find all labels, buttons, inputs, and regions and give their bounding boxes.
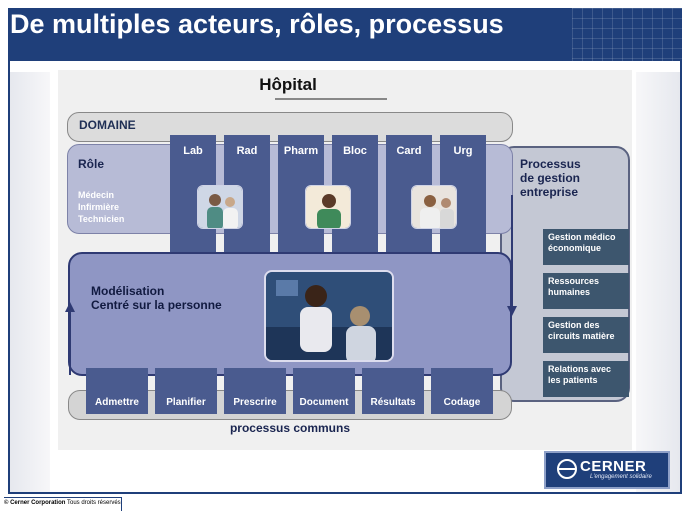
step-resultats: Résultats [362, 368, 424, 414]
cerner-logo-icon [557, 459, 577, 479]
dept-label-card: Card [396, 145, 422, 157]
process-item-line: humaines [548, 287, 591, 297]
copyright-brand: © Cerner Corporation [4, 500, 66, 506]
title-grid-decoration [572, 8, 682, 61]
step-admettre: Admettre [86, 368, 148, 414]
domaine-label: DOMAINE [79, 118, 136, 132]
technicien-photo [411, 185, 457, 229]
hopital-heading: Hôpital [259, 75, 317, 94]
left-flow-arrow [65, 302, 75, 375]
step-prescrire: Prescrire [224, 368, 286, 414]
cerner-logo-tagline: L'engagement solidaire [590, 474, 652, 480]
cerner-logo-name: CERNER [580, 458, 647, 475]
process-entreprise-title: Processus de gestion entreprise [520, 157, 581, 199]
role-name: Infirmière [78, 202, 120, 212]
role-name: Médecin [78, 190, 115, 200]
step-codage: Codage [431, 368, 493, 414]
process-item-line: Ressources [548, 276, 600, 286]
process-item-relations: Relations avec les patients [543, 361, 629, 397]
right-flow-arrow [507, 195, 517, 316]
processus-communs-label: processus communs [229, 421, 351, 435]
step-label: Document [299, 397, 349, 408]
role-names: Médecin Infirmière Technicien [78, 189, 124, 225]
infirmiere-photo [305, 185, 351, 229]
process-title-line: entreprise [520, 185, 579, 199]
role-name: Technicien [78, 214, 125, 224]
process-title-line: de gestion [520, 171, 581, 185]
left-decor-panel [10, 72, 50, 492]
modelisation-label: Modélisation Centré sur la personne [91, 284, 222, 312]
hopital-underline [275, 98, 387, 100]
footer-line [4, 497, 122, 498]
role-label: Rôle [78, 157, 105, 171]
process-item-line: économique [548, 243, 602, 253]
process-item-circuits: Gestion des circuits matière [543, 317, 629, 353]
modelisation-line: Centré sur la personne [91, 298, 222, 312]
dept-label-pharm: Pharm [283, 145, 319, 157]
dept-label-urg: Urg [453, 145, 473, 157]
step-label: Prescrire [233, 397, 277, 408]
cerner-logo [544, 451, 670, 489]
dept-label-lab: Lab [183, 145, 203, 157]
process-title-line: Processus [520, 157, 581, 171]
step-label: Codage [443, 397, 481, 408]
process-item-line: Gestion des [548, 320, 600, 330]
step-label: Résultats [370, 397, 416, 408]
process-item-ressources: Ressources humaines [543, 273, 629, 309]
process-item-line: Relations avec [548, 364, 612, 374]
footer-tick [121, 497, 122, 511]
step-label: Admettre [95, 397, 139, 408]
process-item-line: Gestion médico [548, 232, 616, 242]
slide-title: De multiples acteurs, rôles, processus [10, 9, 504, 39]
step-document: Document [293, 368, 355, 414]
medecin-photo [197, 185, 243, 229]
process-item-gestion-medico: Gestion médico économique [543, 229, 629, 265]
step-label: Planifier [166, 397, 206, 408]
dept-label-bloc: Bloc [343, 145, 367, 157]
modelisation-line: Modélisation [91, 284, 165, 298]
dept-label-rad: Rad [236, 145, 258, 157]
copyright-text: Tous droits réservés [67, 500, 121, 506]
process-item-line: les patients [548, 375, 598, 385]
process-item-line: circuits matière [548, 331, 615, 341]
step-planifier: Planifier [155, 368, 217, 414]
copyright-notice: © Cerner Corporation Tous droits réservé… [4, 500, 121, 506]
title-bar [8, 8, 682, 61]
right-decor-panel [636, 72, 680, 492]
patient-care-photo [264, 270, 394, 362]
